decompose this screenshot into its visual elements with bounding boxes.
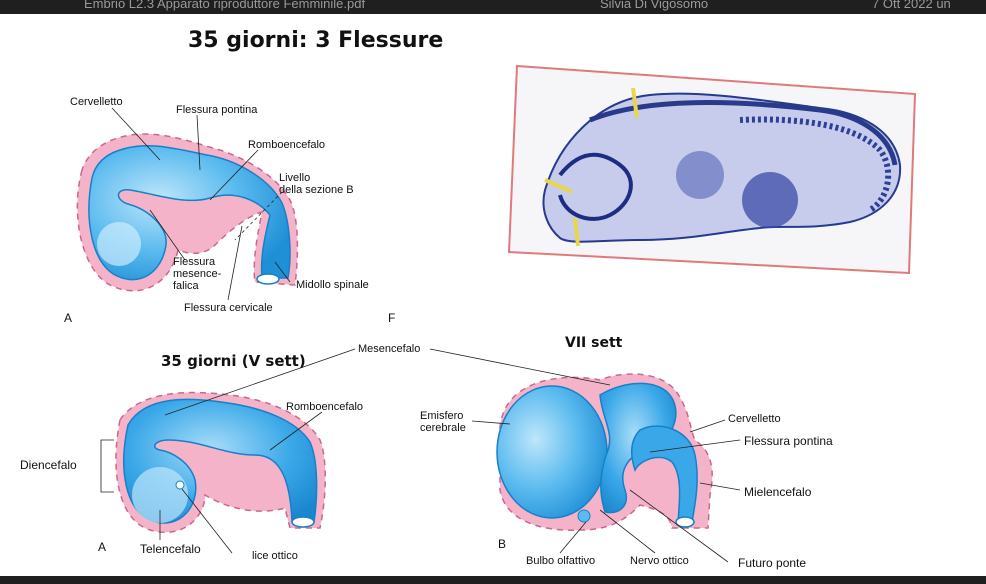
bottom-bar	[0, 576, 986, 584]
figure-a-brain	[76, 133, 299, 292]
figure-vii-letter: B	[498, 537, 507, 551]
label-mesencefalo: Mesencefalo	[358, 343, 421, 355]
figure-v-brain	[115, 391, 326, 533]
label-emisfero-1: Emisfero	[420, 410, 464, 422]
label-livello-2: della sezione B	[279, 184, 354, 196]
label-cervelletto-a: Cervelletto	[70, 96, 123, 108]
figure-v-letter: A	[98, 540, 107, 554]
label-midollo-spinale: Midollo spinale	[296, 279, 369, 291]
tab-title[interactable]: Embrio L2.3 Apparato riproduttore Femmin…	[84, 0, 366, 11]
label-flessura-mes-3: falica	[173, 280, 199, 292]
label-futuro-ponte: Futuro ponte	[738, 556, 807, 570]
label-nervo-ottico: Nervo ottico	[630, 555, 689, 567]
figure-a-letter: A	[64, 311, 73, 325]
label-telencefalo: Telencefalo	[140, 542, 201, 556]
date-text: 7 Ott 2022 un	[872, 0, 951, 11]
main-title: 35 giorni: 3 Flessure	[188, 28, 444, 53]
figure-vii-title: VII sett	[565, 335, 623, 351]
label-flessura-mes-2: mesence-	[173, 268, 222, 280]
label-flessura-mes-1: Flessura	[173, 256, 216, 268]
label-livello-1: Livello	[279, 172, 311, 184]
label-romboencefalo-a: Romboencefalo	[248, 139, 326, 151]
figure-vii-brain	[496, 373, 713, 531]
figure-v-leader-lines	[100, 348, 356, 554]
figure-v-title: 35 giorni (V sett)	[161, 352, 306, 370]
figure-a-letter-b: F	[388, 311, 396, 325]
label-emisfero-2: cerebrale	[420, 422, 466, 434]
label-flessura-cervicale: Flessura cervicale	[184, 302, 273, 314]
label-bulbo-olfattivo: Bulbo olfattivo	[526, 555, 596, 567]
label-mielencefalo: Mielencefalo	[744, 485, 812, 499]
label-flessura-pontina-vii: Flessura pontina	[744, 434, 833, 448]
label-diencefalo: Diencefalo	[20, 458, 77, 472]
label-calice-ottico: lice ottico	[252, 550, 298, 562]
window-title-bar: Embrio L2.3 Apparato riproduttore Femmin…	[0, 0, 986, 14]
user-name: Silvia Di Vigosomo	[600, 0, 709, 11]
label-romboencefalo-v: Romboencefalo	[286, 401, 364, 413]
label-cervelletto-vii: Cervelletto	[728, 413, 781, 425]
figure-a-leader-lines	[111, 107, 291, 301]
histology-photo	[507, 64, 917, 275]
figure-vii-leader-lines	[429, 348, 741, 563]
label-flessura-pontina-a: Flessura pontina	[176, 104, 258, 116]
